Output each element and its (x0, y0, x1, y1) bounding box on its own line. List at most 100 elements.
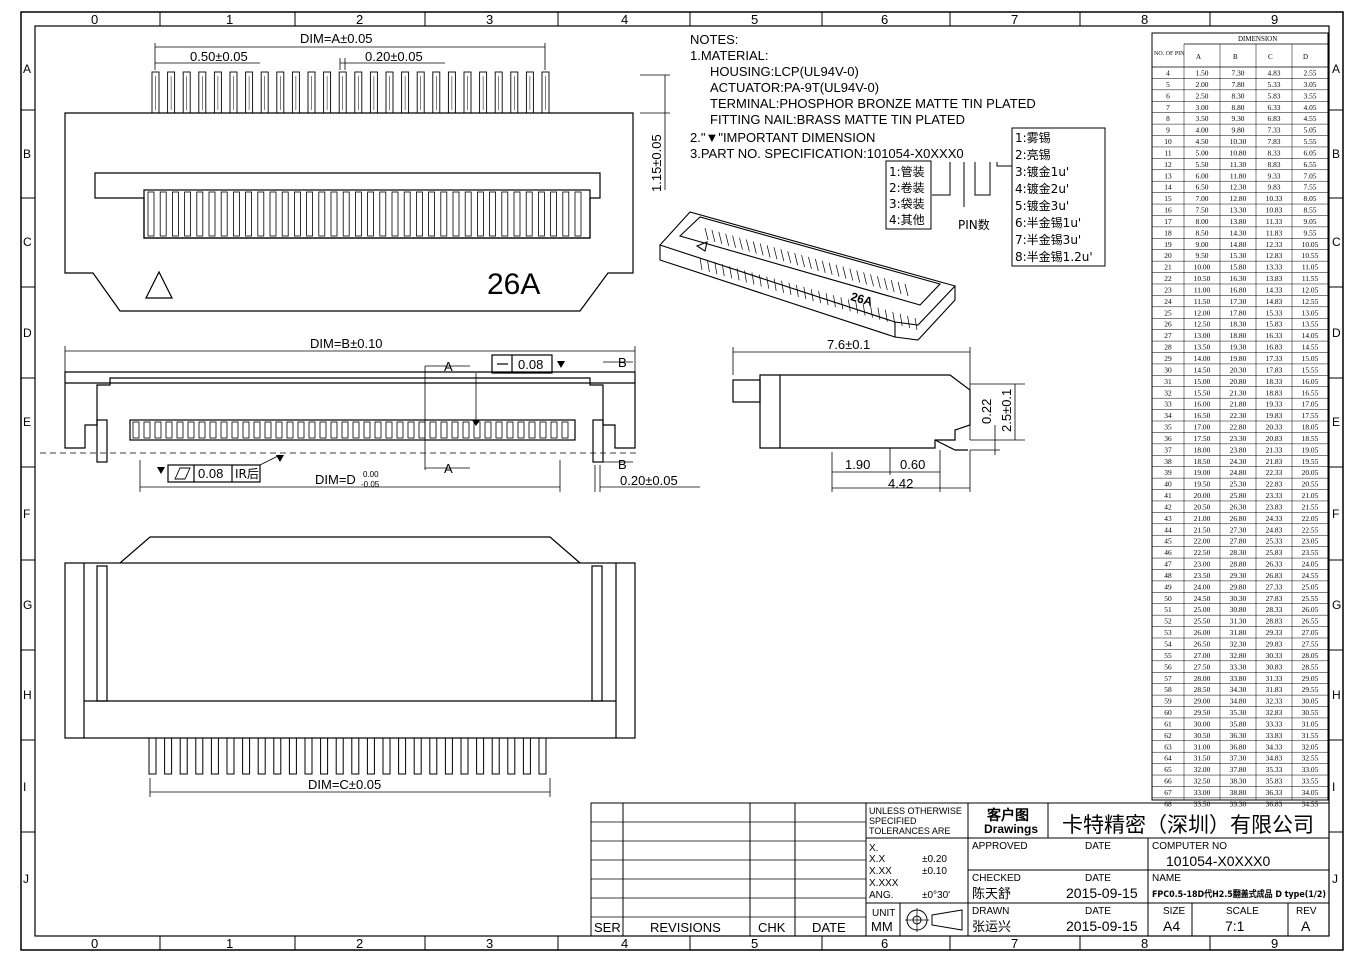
dim-442-label: 4.42 (888, 476, 913, 491)
bottom-pin (273, 737, 282, 775)
name-value: FPC0.5-18D代H2.5翻盖式成品 D type(1/2) (1152, 888, 1326, 900)
table-cell: 10.83 (1266, 206, 1283, 215)
height-115-label: 1.15±0.05 (649, 134, 664, 192)
table-cell: 32.33 (1266, 697, 1283, 706)
table-cell: 18.00 (1194, 445, 1211, 454)
table-cell: 4.00 (1196, 126, 1209, 135)
top-view (64, 43, 670, 312)
table-cell: 33.33 (1266, 719, 1283, 728)
table-cell: 61 (1164, 719, 1172, 728)
table-cell: 35.30 (1230, 708, 1247, 717)
table-cell: 17.05 (1302, 400, 1319, 409)
table-cell: 24 (1164, 297, 1172, 306)
table-cell: 25.80 (1230, 491, 1247, 500)
table-cell: 17.00 (1194, 423, 1211, 432)
bottom-pin (507, 737, 516, 775)
table-cell: 16.83 (1266, 343, 1283, 352)
iso-slot-contact (704, 227, 709, 241)
table-cell: 29.50 (1194, 708, 1211, 717)
table-cell: 11.50 (1194, 297, 1211, 306)
table-cell: 11 (1164, 148, 1171, 157)
table-cell: 19 (1164, 240, 1172, 249)
table-cell: 8 (1166, 114, 1170, 123)
iso-contact (699, 257, 703, 271)
slot-contact (415, 191, 423, 237)
plating-5: 5:镀金3u' (1015, 198, 1069, 213)
table-cell: 38.80 (1230, 788, 1247, 797)
iso-contact (907, 315, 910, 328)
zone-ticks (21, 12, 1343, 950)
table-cell: 13.80 (1230, 217, 1247, 226)
table-cell: 27.80 (1230, 537, 1247, 546)
dim-b-label: DIM=B±0.10 (310, 336, 383, 351)
customer-drawing-cn: 客户图 (986, 807, 1029, 824)
iso-contact (788, 282, 792, 295)
table-cell: 17 (1164, 217, 1172, 226)
note-line-2: HOUSING:LCP(UL94V-0) (710, 64, 859, 79)
zone-row-label: G (23, 598, 32, 612)
table-cell: 35.33 (1266, 765, 1283, 774)
dim-d-label: DIM=D (315, 472, 356, 487)
table-cell: 32.30 (1230, 640, 1247, 649)
table-cell: 6.05 (1304, 148, 1317, 157)
zone-row-label: I (1332, 780, 1335, 794)
table-cell: 34.33 (1266, 742, 1283, 751)
front-pin (341, 421, 349, 439)
table-cell: 8.55 (1304, 206, 1317, 215)
table-cell: 42 (1164, 502, 1172, 511)
drawn-by: 张运兴 (972, 920, 1011, 935)
checked-date: 2015-09-15 (1066, 885, 1138, 901)
table-cell: 18 (1164, 228, 1172, 237)
isometric-view (659, 211, 957, 341)
slot-contact (306, 191, 314, 237)
table-cell: 11.83 (1266, 228, 1283, 237)
slot-contact (550, 191, 557, 237)
bottom-pin (429, 737, 438, 775)
table-cell: 17.50 (1194, 434, 1211, 443)
plating-8: 8:半金锡1.2u' (1015, 249, 1093, 264)
table-cell: 27.05 (1302, 628, 1319, 637)
checked-date-label: DATE (1085, 873, 1111, 884)
table-cell: 27.33 (1266, 582, 1283, 591)
table-cell: 24.00 (1194, 582, 1211, 591)
iso-contact (803, 286, 807, 300)
table-cell: 20.80 (1230, 377, 1247, 386)
table-cell: 33.05 (1302, 765, 1319, 774)
table-cell: 36 (1164, 434, 1172, 443)
zone-col-label: 4 (621, 12, 628, 27)
table-cell: 2.00 (1196, 80, 1209, 89)
table-cell: 15 (1164, 194, 1172, 203)
table-cell: 28 (1164, 343, 1172, 352)
table-cell: 16.55 (1302, 388, 1319, 397)
zone-row-label: D (1332, 326, 1341, 340)
table-cell: 23.05 (1302, 537, 1319, 546)
table-cell: 34.30 (1230, 685, 1247, 694)
iso-contact (707, 260, 710, 273)
table-cell: 13 (1164, 171, 1172, 180)
table-cell: 33 (1164, 400, 1172, 409)
table-cell: 21.50 (1194, 525, 1211, 534)
table-cell: 30.30 (1230, 594, 1247, 603)
pin-offset-label: 0.20±0.05 (620, 473, 678, 488)
zone-col-label: 3 (486, 936, 493, 951)
front-pin (132, 421, 140, 439)
table-cell: 32.83 (1266, 708, 1283, 717)
table-cell: 4 (1166, 69, 1170, 78)
table-cell: 11.55 (1302, 274, 1319, 283)
note-line-1: 1.MATERIAL: (690, 48, 769, 63)
table-cell: 59 (1164, 697, 1172, 706)
table-cell: 17.83 (1266, 365, 1283, 374)
table-cell: 15.55 (1302, 365, 1319, 374)
table-cell: 26.83 (1266, 571, 1283, 580)
table-cell: 34.05 (1302, 788, 1319, 797)
iso-slot-contact (711, 229, 716, 243)
zone-row-label: D (23, 326, 32, 340)
bottom-pin (522, 737, 531, 775)
table-cell: 10.80 (1230, 148, 1247, 157)
table-cell: 28.30 (1230, 548, 1247, 557)
table-cell: 19.83 (1266, 411, 1283, 420)
front-pin (495, 421, 503, 439)
side-view (732, 347, 1025, 492)
